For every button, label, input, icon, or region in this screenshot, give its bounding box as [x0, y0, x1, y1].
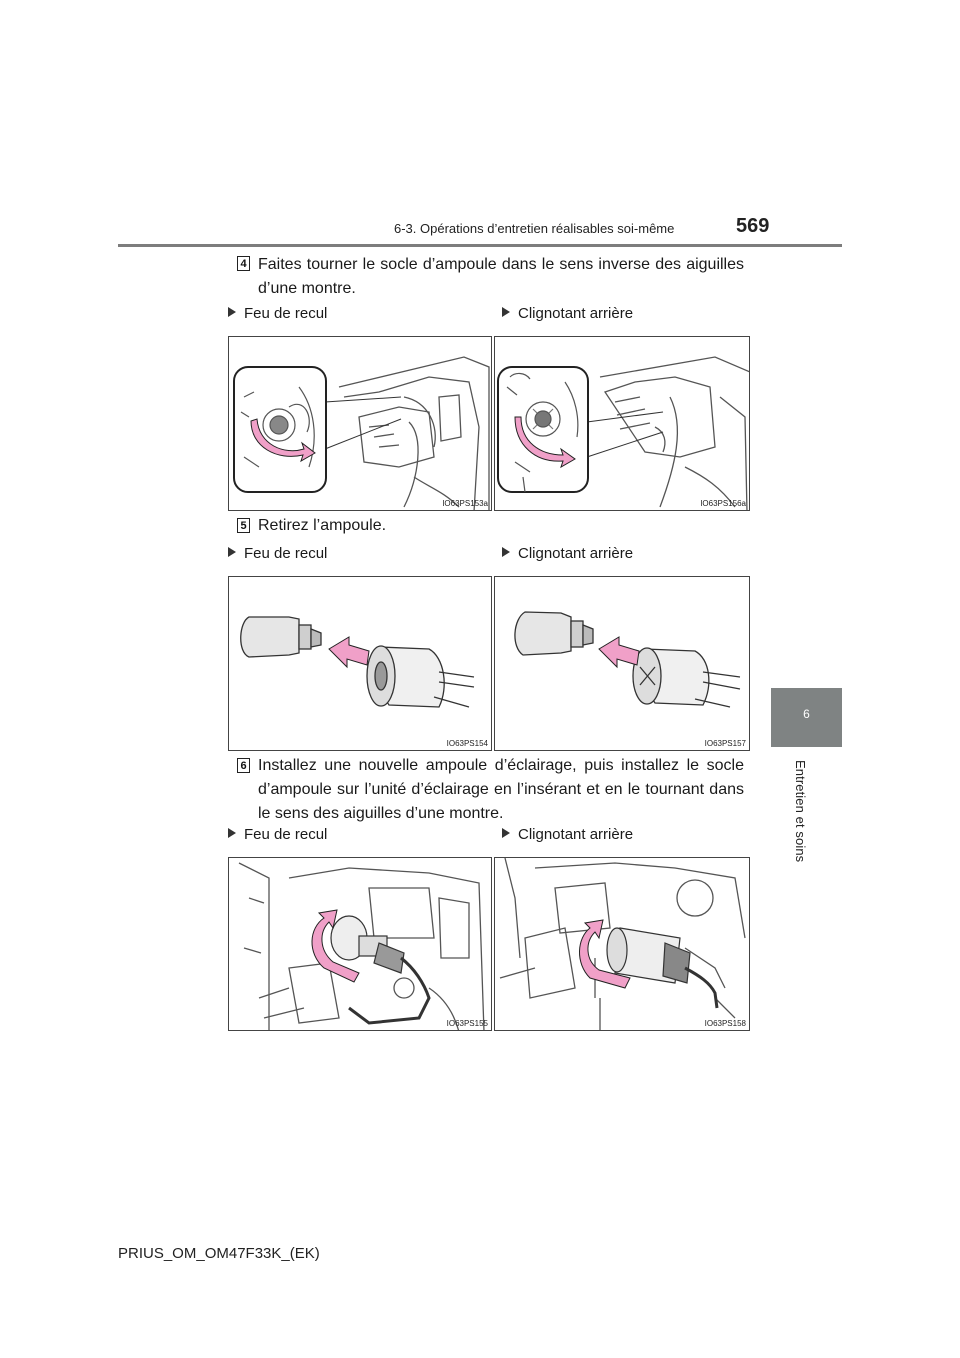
figure-label-backup-light: Feu de recul [228, 826, 327, 843]
step-5-text: Retirez l’ampoule. [258, 517, 387, 534]
figure-rear-turn-signal-install-socket: IO63PS158 [494, 857, 750, 1031]
bullet-triangle-icon [502, 828, 510, 838]
header-divider [118, 244, 842, 247]
label-text: Clignotant arrière [518, 305, 634, 322]
figure-code: IO63PS155 [446, 1019, 488, 1028]
figure-label-backup-light: Feu de recul [228, 545, 327, 562]
bullet-triangle-icon [228, 307, 236, 317]
label-text: Clignotant arrière [518, 545, 634, 562]
label-text: Clignotant arrière [518, 826, 634, 843]
chapter-tab [771, 688, 842, 747]
label-text: Feu de recul [244, 305, 328, 322]
label-text: Feu de recul [244, 545, 328, 562]
step-number-6: 6 [237, 758, 250, 773]
figure-code: IO63PS153a [442, 499, 488, 508]
line-illustration [240, 616, 475, 708]
chapter-number: 6 [803, 707, 810, 721]
line-illustration [233, 356, 490, 510]
line-illustration [497, 356, 749, 510]
step-6-text: Installez une nouvelle ampoule d’éclaira… [258, 757, 744, 822]
figure-backup-light-install-socket: IO63PS155 [228, 857, 492, 1031]
figure-code: IO63PS158 [704, 1019, 746, 1028]
figure-code: IO63PS157 [704, 739, 746, 748]
figure-code: IO63PS156a [700, 499, 746, 508]
figure-backup-light-remove-bulb: IO63PS154 [228, 576, 492, 751]
figure-rear-turn-signal-remove-bulb: IO63PS157 [494, 576, 750, 751]
line-illustration [499, 858, 746, 1030]
bullet-triangle-icon [228, 828, 236, 838]
figure-rear-turn-signal-turn-socket: IO63PS156a [494, 336, 750, 511]
document-footer: PRIUS_OM_OM47F33K_(EK) [118, 1245, 320, 1262]
label-text: Feu de recul [244, 826, 328, 843]
section-title: 6-3. Opérations d’entretien réalisables … [394, 221, 675, 236]
figure-label-rear-turn-signal: Clignotant arrière [502, 545, 633, 562]
figure-label-backup-light: Feu de recul [228, 305, 327, 322]
line-illustration [238, 862, 485, 1030]
chapter-title: Entretien et soins [793, 760, 808, 863]
bullet-triangle-icon [502, 307, 510, 317]
step-number-5: 5 [237, 518, 250, 533]
bullet-triangle-icon [502, 547, 510, 557]
step-4-text: Faites tourner le socle d’ampoule dans l… [258, 256, 744, 297]
bullet-triangle-icon [228, 547, 236, 557]
page-number: 569 [736, 215, 770, 237]
figure-label-rear-turn-signal: Clignotant arrière [502, 305, 633, 322]
figure-label-rear-turn-signal: Clignotant arrière [502, 826, 633, 843]
figure-code: IO63PS154 [446, 739, 488, 748]
step-number-4: 4 [237, 256, 250, 271]
line-illustration [514, 611, 741, 708]
figure-backup-light-turn-socket: IO63PS153a [228, 336, 492, 511]
